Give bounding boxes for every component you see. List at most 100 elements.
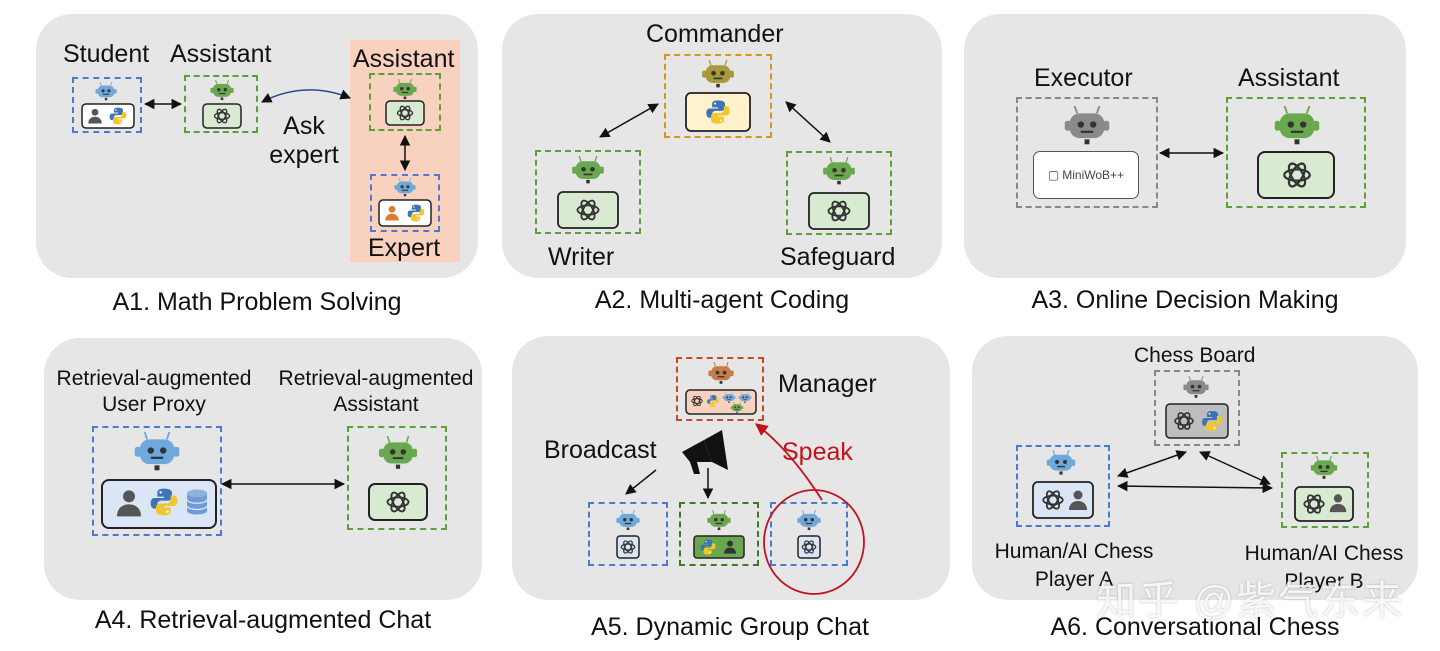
- player-a-box: [1016, 445, 1110, 527]
- a5-manager-agent: [685, 362, 757, 415]
- speaker-highlight-circle: [763, 489, 865, 595]
- player-a-robot-icon: [1046, 450, 1076, 476]
- assistant-agent-box-a3: [1226, 97, 1366, 208]
- rag-assistant-line2: Assistant: [333, 393, 419, 416]
- student-agent-box: [72, 77, 142, 133]
- caption-a5: A5. Dynamic Group Chat: [591, 613, 869, 641]
- a3-assistant-robot-icon: [1273, 106, 1321, 146]
- watermark: 知乎 @紫气东来: [1096, 579, 1404, 623]
- rag-proxy-line2: User Proxy: [102, 393, 206, 416]
- member3-agent-box: [770, 502, 848, 566]
- a1-student-agent: [81, 82, 135, 129]
- assistant2-robot-icon: [392, 79, 418, 100]
- a1-assistant2-agent: [385, 79, 425, 126]
- a6-player-a-agent: [1032, 450, 1094, 519]
- a3-assistant-agent: [1257, 106, 1335, 199]
- player-a-label: Human/AI Chess Player A: [986, 538, 1162, 594]
- safeguard-robot-icon: [822, 157, 856, 186]
- a2-commander-agent: [685, 60, 751, 132]
- rag-assistant-box: [347, 426, 447, 530]
- assistant-agent-box: [184, 75, 258, 133]
- ask-expert-arrow: [261, 89, 351, 103]
- writer-robot-icon: [571, 156, 605, 185]
- chess-board-label: Chess Board: [1134, 344, 1256, 367]
- a5-member1-agent: [615, 510, 641, 559]
- caption-a2: A2. Multi-agent Coding: [594, 286, 850, 314]
- student-label: Student: [63, 40, 150, 68]
- caption-a6: A6. Conversational Chess: [1050, 613, 1340, 641]
- student-robot-icon: [94, 82, 118, 101]
- member3-robot-icon: [796, 510, 822, 531]
- rag-proxy-robot-icon: [133, 432, 181, 472]
- writer-label: Writer: [548, 243, 615, 271]
- assistant-robot-icon: [209, 80, 235, 101]
- panel-a4: [44, 338, 482, 600]
- a6-player-b-agent: [1294, 456, 1354, 522]
- manager-agent-box: [676, 357, 764, 421]
- player-b-line2: Player B: [1284, 570, 1364, 593]
- a1-assistant-agent: [202, 80, 242, 129]
- a5-member2-agent: [693, 510, 745, 559]
- manager-label: Manager: [778, 370, 877, 398]
- safeguard-label: Safeguard: [780, 243, 896, 271]
- panel-a3: [964, 14, 1406, 278]
- commander-label: Commander: [646, 20, 784, 48]
- player-a-board-arrow: [1117, 450, 1187, 478]
- ask-expert-label: Ask expert: [266, 112, 342, 170]
- player-a-line2: Player A: [1034, 568, 1114, 591]
- rag-assistant-robot-icon: [378, 436, 418, 470]
- a2-writer-agent: [557, 156, 619, 229]
- player-b-label: Human/AI Chess Player B: [1236, 540, 1412, 596]
- rag-assistant-line1: Retrieval-augmented: [278, 367, 474, 390]
- assistant-label-a3: Assistant: [1238, 64, 1340, 92]
- commander-safeguard-arrow: [785, 101, 831, 143]
- megaphone-icon: [682, 430, 728, 474]
- expert-agent-box: [370, 174, 440, 232]
- expert-robot-icon: [393, 178, 417, 197]
- assistant-expert-side-label: Assistant: [353, 45, 455, 73]
- safeguard-agent-box: [786, 151, 892, 235]
- executor-robot-icon: [1063, 106, 1111, 146]
- commander-robot-icon: [701, 60, 735, 89]
- player-a-line1: Human/AI Chess: [994, 540, 1154, 563]
- caption-a3: A3. Online Decision Making: [1031, 286, 1339, 314]
- a3-executor-agent: [1063, 106, 1111, 146]
- a1-expert-agent: [378, 178, 432, 227]
- member2-agent-box: [679, 502, 759, 566]
- expert-label: Expert: [368, 234, 441, 262]
- player-b-board-arrow: [1199, 451, 1271, 485]
- commander-writer-arrow: [599, 103, 659, 138]
- miniwob-label: MiniWoB++: [1062, 168, 1125, 182]
- miniwob-icon: ▢: [1047, 168, 1060, 182]
- ask-expert-line1: Ask: [283, 112, 325, 140]
- manager-robot-icon: [707, 362, 735, 385]
- player-a-player-b-arrow: [1116, 480, 1274, 494]
- a2-safeguard-agent: [808, 157, 870, 230]
- database-icon: [186, 488, 208, 516]
- member1-agent-box: [588, 502, 668, 566]
- a4-proxy-agent: [101, 432, 217, 529]
- rag-assistant-label: Retrieval-augmented Assistant: [274, 366, 478, 418]
- executor-agent-box: [1016, 97, 1158, 208]
- broadcast-label: Broadcast: [544, 436, 657, 464]
- player-b-box: [1281, 452, 1369, 528]
- member2-robot-icon: [706, 510, 732, 531]
- commander-agent-box: [664, 54, 772, 138]
- chess-board-box: [1154, 370, 1240, 446]
- executor-label: Executor: [1034, 64, 1133, 92]
- assistant2-agent-box: [369, 73, 441, 131]
- speak-arrow: [754, 423, 823, 501]
- broadcast-arrow-left: [625, 469, 657, 495]
- player-b-line1: Human/AI Chess: [1244, 542, 1404, 565]
- rag-proxy-line1: Retrieval-augmented: [56, 367, 252, 390]
- panel-a6: [972, 336, 1418, 600]
- a5-member3-agent: [796, 510, 822, 559]
- rag-proxy-label: Retrieval-augmented User Proxy: [52, 366, 256, 418]
- caption-a4: A4. Retrieval-augmented Chat: [94, 606, 432, 634]
- a6-chess-board-agent: [1165, 376, 1229, 439]
- member1-robot-icon: [615, 510, 641, 531]
- player-b-robot-icon: [1310, 456, 1338, 480]
- caption-a1: A1. Math Problem Solving: [112, 288, 402, 316]
- writer-agent-box: [535, 150, 641, 234]
